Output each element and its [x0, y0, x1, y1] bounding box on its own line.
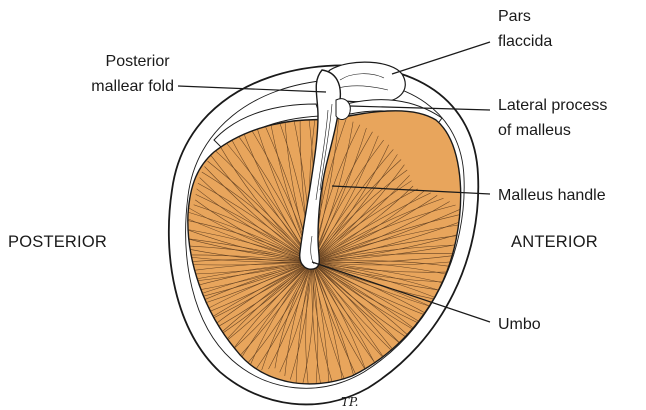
leader-pars-flaccida: [392, 42, 490, 74]
label-posterior-mallear-fold: Posterior mallear fold: [91, 53, 174, 95]
label-lateral-process: Lateral process of malleus: [498, 97, 612, 139]
label-umbo: Umbo: [498, 316, 541, 333]
label-pars-flaccida: Pars flaccida: [498, 8, 552, 50]
artist-signature: TP.: [341, 395, 358, 409]
label-posterior: POSTERIOR: [8, 233, 107, 251]
label-malleus-handle: Malleus handle: [498, 187, 606, 204]
lateral-process-of-malleus: [336, 99, 350, 120]
label-anterior: ANTERIOR: [511, 233, 598, 251]
